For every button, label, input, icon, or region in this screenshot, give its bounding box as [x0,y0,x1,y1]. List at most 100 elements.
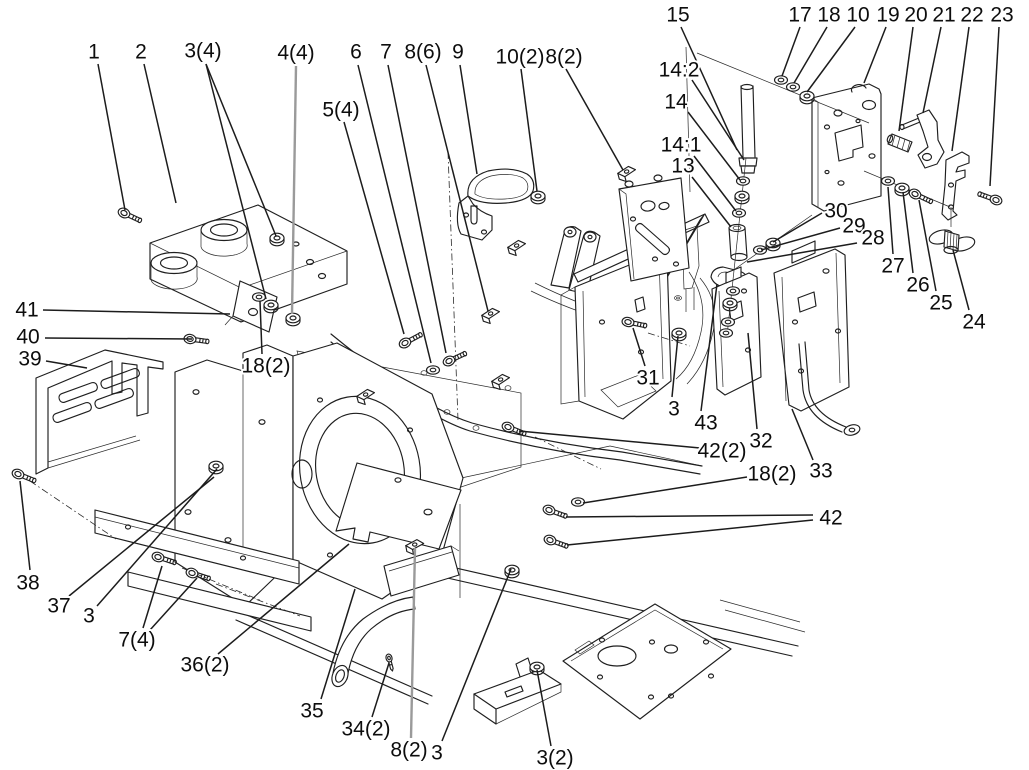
callout-label: 18(2) [241,355,290,378]
leader-line [746,242,858,263]
callout-label: 25 [929,292,952,315]
callout-label: 42 [819,507,842,530]
leader-line [680,26,738,151]
leader-line [68,476,215,597]
callout-label: 30 [824,200,847,223]
leader-line [952,249,970,311]
fastener-washer [773,75,789,85]
fastener-nut [765,237,781,252]
callout-label: 8(6) [404,41,441,64]
callout-label: 3 [83,605,95,628]
part-wing-knob [928,207,976,255]
callout-label: 33 [809,460,832,483]
part-mount-plate [149,204,348,323]
leader-line [149,577,198,631]
part-hitch-bracket [473,657,562,725]
leader-line [205,63,277,237]
part-seat-plate [562,603,732,720]
callout-label: 40 [16,326,39,349]
fastener-clip [491,373,511,391]
fastener-bolt [185,567,211,582]
callout-label: 42(2) [697,440,746,463]
fastener-washer [752,245,768,255]
fastener-clip [617,165,637,183]
leader-line [357,64,432,364]
leader-line [565,514,814,518]
fastener-bolt [183,333,210,345]
fastener-washer [718,328,734,338]
leader-line [19,480,31,571]
fastener-nut [285,312,301,327]
leader-line [425,64,489,312]
part-heat-shield [35,349,164,475]
fastener-washer [785,82,801,92]
callout-label: 23 [990,4,1013,27]
leader-line [791,408,814,461]
fastener-clip [356,388,376,406]
leader-line [387,64,447,354]
fastener-clip [405,538,425,555]
callout-label: 4(4) [277,42,314,65]
fastener-washer [880,176,896,186]
fastener-bolt [11,468,37,484]
leader-line [760,227,841,251]
fastener-clip [481,307,501,325]
leader-line [887,186,894,255]
leader-line [793,26,828,84]
callout-label: 7(4) [118,629,155,652]
part-spring [886,133,913,153]
fastener-nut [799,90,815,105]
leader-line [565,68,624,171]
leader-line [632,327,646,367]
leader-line [520,68,538,192]
callout-label: 35 [300,700,323,723]
fastener-washer [570,497,586,507]
callout-label: 6 [350,41,362,64]
fastener-nut [734,190,750,205]
leader-line [42,309,231,315]
fastener-nut [530,190,546,205]
leader-line [97,63,126,211]
leader-line [806,26,856,93]
leader-line [989,26,1000,187]
callout-label: 20 [904,4,927,27]
leader-line [691,79,745,161]
callout-label: 3 [431,742,443,765]
fastener-bolt [543,534,569,549]
callout-label: 10 [846,4,869,27]
part-latch-bracket [941,151,970,221]
leader-line [902,191,914,274]
part-right-mount-plate [811,83,882,212]
callout-label: 38 [16,572,39,595]
leader-line [217,543,350,655]
callout-label: 28 [861,227,884,250]
fastener-bolt [621,316,648,329]
callout-label: 5(4) [322,99,359,122]
fastener-nut [722,297,738,312]
leader-line [700,283,718,412]
part-latch-lever [899,109,945,169]
fastener-nut [894,182,910,197]
leader-line [205,63,267,300]
callout-label: 3(2) [536,747,573,770]
fastener-washer [425,365,441,375]
callout-label: 3 [668,398,680,421]
callout-label: 7 [380,41,392,64]
leader-line [691,176,732,228]
callout-label: 21 [932,4,955,27]
leader-line [781,26,801,77]
callout-label: 32 [749,430,772,453]
fastener-bolt [501,421,527,437]
fastener-nut [263,299,279,314]
callout-label: 8(2) [545,46,582,69]
leader-line [518,430,701,449]
callout-label: 2 [135,41,147,64]
callout-label: 26 [906,274,929,297]
leader-line [409,547,417,739]
leader-line [290,65,298,315]
leader-line [566,519,814,546]
leader-line [143,63,177,204]
callout-label: 31 [636,367,659,390]
part-cover-plate-36 [335,462,462,550]
leader-line [951,26,970,152]
